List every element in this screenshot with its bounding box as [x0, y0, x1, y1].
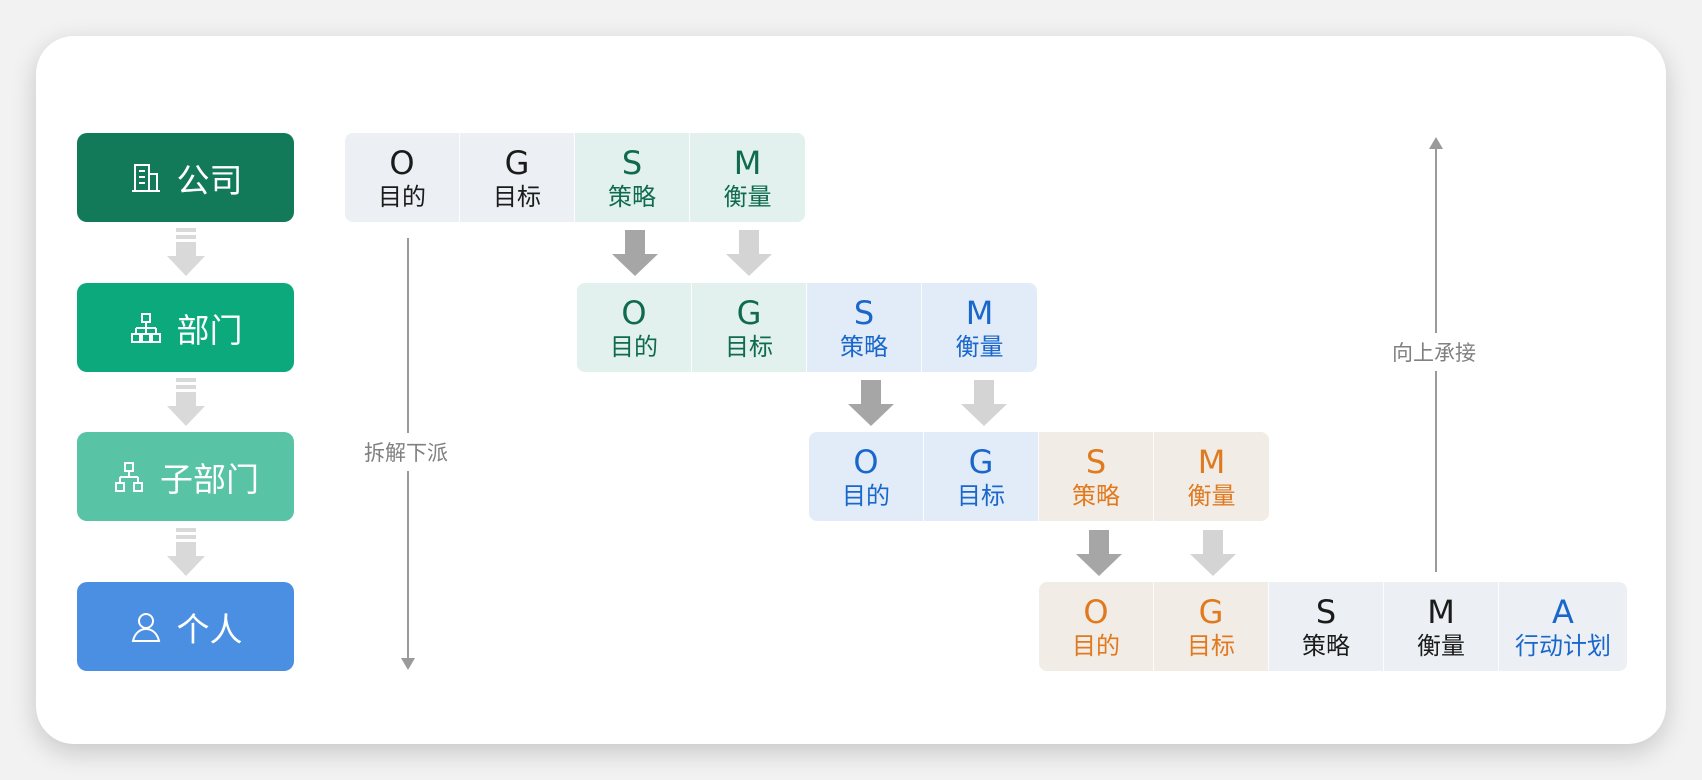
cell-goal: G 目标 [460, 133, 575, 222]
person-ogsma-row: O 目的 G 目标 S 策略 M 衡量 A 行动计划 [1039, 582, 1627, 671]
down-arrow-icon [167, 528, 205, 576]
level-subdepartment-label: 子部门 [160, 459, 259, 499]
cell-word: 策略 [840, 332, 888, 361]
upward-label: 向上承接 [1392, 333, 1476, 371]
cell-word: 策略 [608, 182, 656, 211]
company-ogsm-row: O 目的 G 目标 S 策略 M 衡量 [345, 133, 805, 222]
cell-objective: O 目的 [809, 432, 924, 521]
cell-letter: G [504, 143, 530, 182]
hierarchy-icon [115, 461, 143, 492]
org-chart-icon [130, 312, 161, 343]
cell-strategy: S 策略 [1039, 432, 1154, 521]
level-company: 公司 [77, 133, 294, 222]
up-arrowhead-icon [1429, 137, 1443, 149]
cell-word: 策略 [1072, 481, 1120, 510]
cell-measure: M 衡量 [922, 283, 1037, 372]
building-icon [131, 163, 160, 192]
cell-word: 衡量 [1187, 481, 1236, 510]
cell-word: 目的 [842, 481, 890, 510]
user-icon [131, 612, 160, 642]
decompose-label: 拆解下派 [364, 433, 448, 471]
cell-letter: S [1315, 592, 1337, 631]
cell-goal: G 目标 [1154, 582, 1269, 671]
cascade-arrow-icon [726, 230, 772, 276]
cell-objective: O 目的 [577, 283, 692, 372]
cell-word: 目的 [378, 182, 426, 211]
cell-letter: O [621, 293, 647, 332]
cell-measure: M 衡量 [690, 133, 805, 222]
cell-word: 目标 [493, 182, 541, 211]
cascade-arrow-icon [961, 380, 1007, 426]
cell-letter: M [1427, 592, 1455, 631]
cascade-arrow-icon [1190, 530, 1236, 576]
cell-objective: O 目的 [345, 133, 460, 222]
cell-word: 目的 [610, 332, 658, 361]
cell-strategy: S 策略 [1269, 582, 1384, 671]
department-ogsm-row: O 目的 G 目标 S 策略 M 衡量 [577, 283, 1037, 372]
down-arrow-icon [167, 228, 205, 276]
cell-word: 策略 [1302, 631, 1350, 660]
cell-word: 行动计划 [1515, 631, 1611, 660]
cell-letter: O [1083, 592, 1109, 631]
cell-word: 衡量 [955, 332, 1004, 361]
level-person: 个人 [77, 582, 294, 671]
cell-letter: G [1198, 592, 1224, 631]
cell-letter: S [1085, 442, 1107, 481]
cell-letter: M [1197, 442, 1226, 481]
level-subdepartment: 子部门 [77, 432, 294, 521]
cell-strategy: S 策略 [575, 133, 690, 222]
down-arrow-icon [167, 378, 205, 426]
cascade-arrow-icon [848, 380, 894, 426]
cell-objective: O 目的 [1039, 582, 1154, 671]
cell-word: 目的 [1072, 631, 1120, 660]
cell-letter: G [736, 293, 762, 332]
cascade-arrow-icon [612, 230, 658, 276]
cell-letter: A [1552, 592, 1574, 631]
level-company-label: 公司 [176, 160, 243, 200]
cell-letter: M [965, 293, 994, 332]
down-arrowhead-icon [401, 658, 415, 670]
cell-letter: M [733, 143, 762, 182]
cell-goal: G 目标 [924, 432, 1039, 521]
level-department: 部门 [77, 283, 294, 372]
cell-letter: O [853, 442, 879, 481]
subdepartment-ogsm-row: O 目的 G 目标 S 策略 M 衡量 [809, 432, 1269, 521]
level-department-label: 部门 [176, 310, 243, 350]
level-person-label: 个人 [176, 609, 243, 649]
cell-strategy: S 策略 [807, 283, 922, 372]
cell-letter: O [389, 143, 415, 182]
cell-word: 衡量 [1417, 631, 1465, 660]
cell-word: 目标 [1187, 631, 1235, 660]
cell-word: 目标 [725, 332, 773, 361]
cell-word: 目标 [957, 481, 1005, 510]
cell-goal: G 目标 [692, 283, 807, 372]
cell-measure: M 衡量 [1384, 582, 1499, 671]
cell-letter: S [853, 293, 875, 332]
cell-letter: S [621, 143, 643, 182]
cell-word: 衡量 [723, 182, 772, 211]
cell-measure: M 衡量 [1154, 432, 1269, 521]
cell-action-plan: A 行动计划 [1499, 582, 1627, 671]
cascade-arrow-icon [1076, 530, 1122, 576]
cell-letter: G [968, 442, 994, 481]
